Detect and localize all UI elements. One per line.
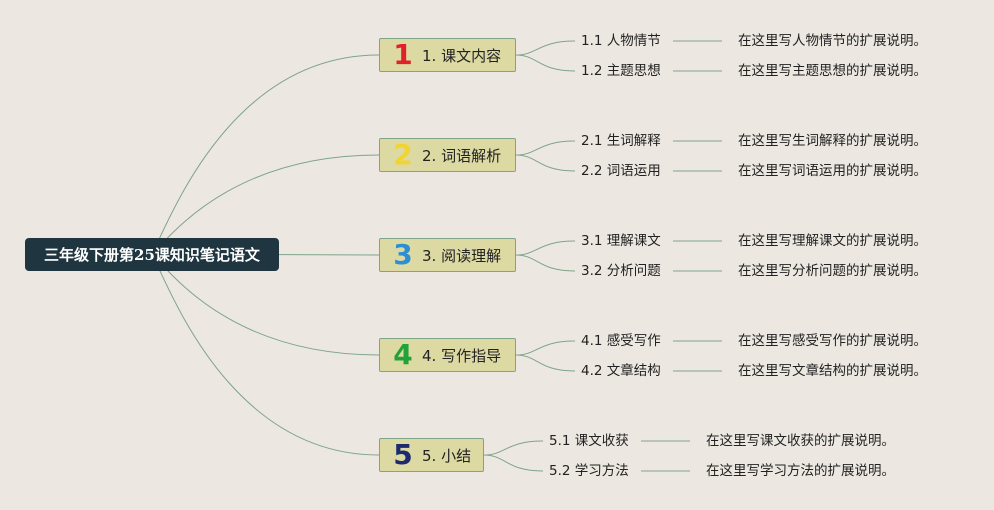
subtopic-note-3-1[interactable]: 在这里写理解课文的扩展说明。 xyxy=(738,233,927,249)
branch-subtopic-connector xyxy=(515,40,576,56)
subtopic-3-1[interactable]: 3.1 理解课文 xyxy=(581,233,661,249)
branch-topic-label: 1. 课文内容 xyxy=(422,46,502,65)
subtopic-4-2[interactable]: 4.2 文章结构 xyxy=(581,363,661,379)
subtopic-note-3-2[interactable]: 在这里写分析问题的扩展说明。 xyxy=(738,263,927,279)
branch-subtopic-connector xyxy=(515,254,576,272)
branch-subtopic-connector xyxy=(515,240,576,256)
subtopic-note-1-1[interactable]: 在这里写人物情节的扩展说明。 xyxy=(738,33,927,49)
subtopic-note-2-2[interactable]: 在这里写词语运用的扩展说明。 xyxy=(738,163,927,179)
subtopic-2-1[interactable]: 2.1 生词解释 xyxy=(581,133,661,149)
subtopic-note-5-1[interactable]: 在这里写课文收获的扩展说明。 xyxy=(706,433,895,449)
subtopic-2-2[interactable]: 2.2 词语运用 xyxy=(581,163,661,179)
root-branch-connector xyxy=(151,253,380,456)
root-branch-connector xyxy=(151,54,380,255)
branch-subtopic-connector xyxy=(515,54,576,72)
number-1-icon: 1 xyxy=(393,38,413,71)
subtopic-note-4-1[interactable]: 在这里写感受写作的扩展说明。 xyxy=(738,333,927,349)
root-topic-label: 三年级下册第25课知识笔记语文 xyxy=(44,246,260,264)
branch-topic-label: 4. 写作指导 xyxy=(422,346,502,365)
subtopic-1-2[interactable]: 1.2 主题思想 xyxy=(581,63,661,79)
subtopic-3-2[interactable]: 3.2 分析问题 xyxy=(581,263,661,279)
branch-topic-label: 3. 阅读理解 xyxy=(422,246,502,265)
branch-subtopic-connector xyxy=(515,340,576,356)
subtopic-note-2-1[interactable]: 在这里写生词解释的扩展说明。 xyxy=(738,133,927,149)
branch-topic-5[interactable]: 5 5. 小结 xyxy=(379,438,484,472)
number-5-icon: 5 xyxy=(393,438,413,471)
branch-subtopic-connector xyxy=(515,140,576,156)
subtopic-5-2[interactable]: 5.2 学习方法 xyxy=(549,463,629,479)
number-4-icon: 4 xyxy=(393,338,413,371)
subtopic-5-1[interactable]: 5.1 课文收获 xyxy=(549,433,629,449)
branch-topic-3[interactable]: 3 3. 阅读理解 xyxy=(379,238,516,272)
number-3-icon: 3 xyxy=(393,238,413,271)
subtopic-note-5-2[interactable]: 在这里写学习方法的扩展说明。 xyxy=(706,463,895,479)
branch-topic-label: 5. 小结 xyxy=(422,446,472,465)
branch-topic-4[interactable]: 4 4. 写作指导 xyxy=(379,338,516,372)
subtopic-note-1-2[interactable]: 在这里写主题思想的扩展说明。 xyxy=(738,63,927,79)
branch-subtopic-connector xyxy=(483,454,544,472)
branch-topic-1[interactable]: 1 1. 课文内容 xyxy=(379,38,516,72)
branch-topic-2[interactable]: 2 2. 词语解析 xyxy=(379,138,516,172)
number-2-icon: 2 xyxy=(393,138,413,171)
subtopic-4-1[interactable]: 4.1 感受写作 xyxy=(581,333,661,349)
subtopic-1-1[interactable]: 1.1 人物情节 xyxy=(581,33,661,49)
root-topic[interactable]: 三年级下册第25课知识笔记语文 xyxy=(25,238,279,271)
branch-subtopic-connector xyxy=(515,354,576,372)
subtopic-note-4-2[interactable]: 在这里写文章结构的扩展说明。 xyxy=(738,363,927,379)
branch-subtopic-connector xyxy=(515,154,576,172)
branch-topic-label: 2. 词语解析 xyxy=(422,146,502,165)
branch-subtopic-connector xyxy=(483,440,544,456)
